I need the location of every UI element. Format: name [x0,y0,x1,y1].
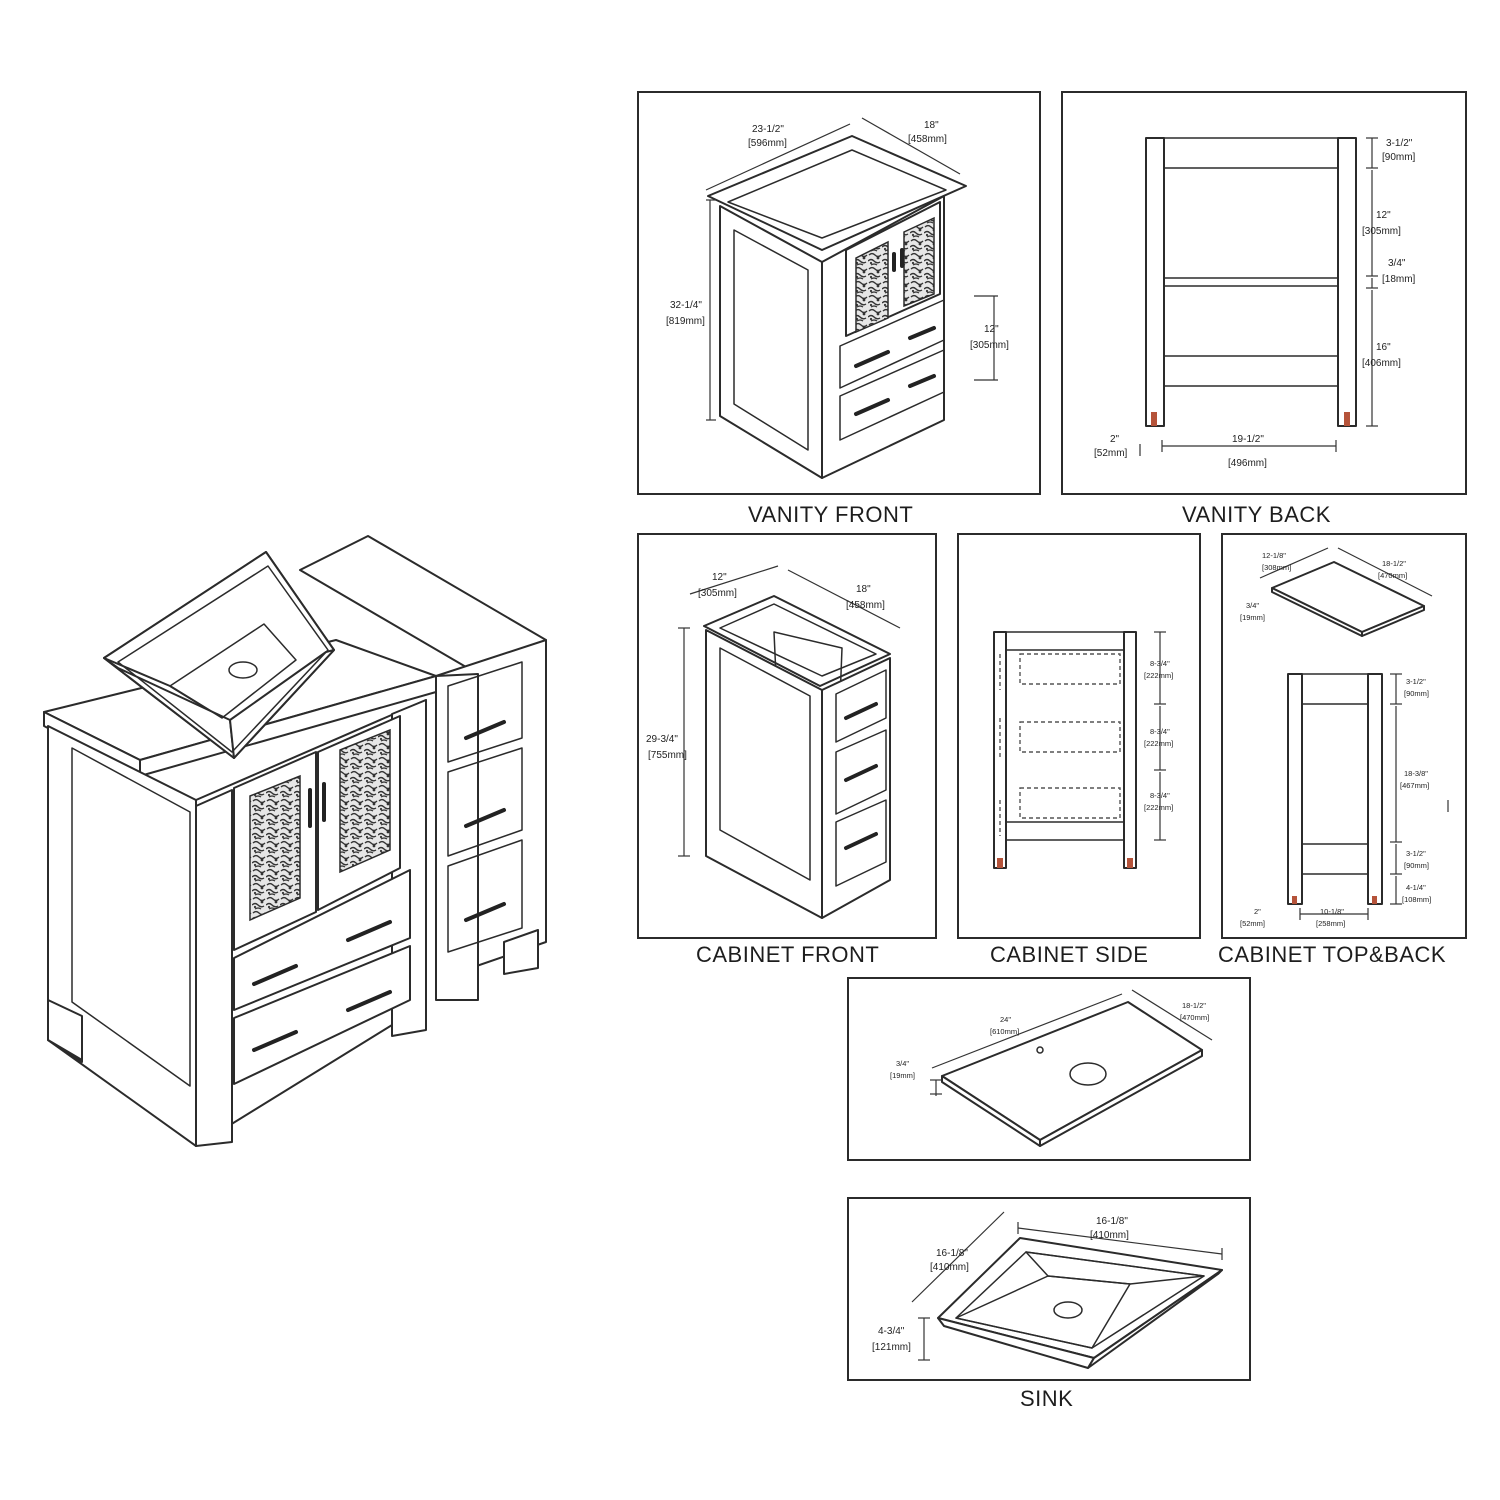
vf-drawer-mm: [305mm] [970,340,1009,351]
ctb-top-t-in: 3/4" [1246,601,1259,610]
panel-cabinet-top-back: 12-1/8" [308mm] 18-1/2" [470mm] 3/4" [19… [1218,533,1467,967]
ct-width-in: 24" [1000,1015,1011,1024]
ct-depth-mm: [470mm] [1180,1013,1209,1022]
vb-span-in: 19-1/2" [1232,434,1264,445]
ctb-span-in: 10-1/8" [1320,907,1344,916]
cf-depth-mm: [458mm] [846,600,885,611]
cf-title: CABINET FRONT [696,942,879,967]
cs-s1-in: 8-3/4" [1150,659,1170,668]
panel-countertop: 24" [610mm] 18-1/2" [470mm] 3/4" [19mm] [847,977,1251,1161]
sink-height-in: 4-3/4" [878,1326,905,1337]
vb-title: VANITY BACK [1182,502,1331,527]
vb-d4-in: 16" [1376,342,1391,353]
vb-d4-mm: [406mm] [1362,358,1401,369]
ct-thick-mm: [19mm] [890,1071,915,1080]
vf-drawer-in: 12" [984,324,999,335]
vf-title: VANITY FRONT [748,502,913,527]
side-cabinet [299,535,547,1001]
sink-title: SINK [1020,1386,1073,1411]
sink-depth-in: 16-1/8" [936,1248,968,1259]
cs-s3-in: 8-3/4" [1150,791,1170,800]
vb-leg-mm: [52mm] [1094,448,1128,459]
panel-vanity-back: 3-1/2" [90mm] 12" [305mm] 3/4" [18mm] 16… [1061,91,1467,527]
ctb-b3-in: 3-1/2" [1406,849,1426,858]
ctb-b4-mm: [108mm] [1402,895,1431,904]
sink-width-mm: [410mm] [1090,1230,1129,1241]
vb-d2-in: 12" [1376,210,1391,221]
ctb-top-t-mm: [19mm] [1240,613,1265,622]
ctb-b4-in: 4-1/4" [1406,883,1426,892]
vf-depth-in: 18" [924,120,939,131]
ctb-top-w-mm: [308mm] [1262,563,1291,572]
ctb-top-d-in: 18-1/2" [1382,559,1406,568]
cf-height-in: 29-3/4" [646,734,678,745]
cs-s2-in: 8-3/4" [1150,727,1170,736]
sink-width-in: 16-1/8" [1096,1216,1128,1227]
cf-width-mm: [305mm] [698,588,737,599]
vb-span-mm: [496mm] [1228,458,1267,469]
vf-depth-mm: [458mm] [908,134,947,145]
ct-depth-in: 18-1/2" [1182,1001,1206,1010]
vb-leg-in: 2" [1110,434,1120,445]
cs-s2-mm: [222mm] [1144,739,1173,748]
vb-d1-in: 3-1/2" [1386,138,1413,149]
panel-vanity-back-frame [1061,91,1467,495]
vb-d1-mm: [90mm] [1382,152,1416,163]
sink-height-mm: [121mm] [872,1342,911,1353]
panel-sink: 16-1/8" [410mm] 16-1/8" [410mm] 4-3/4" [… [847,1197,1251,1411]
vf-height-in: 32-1/4" [670,300,702,311]
panel-vanity-front: 23-1/2" [596mm] 18" [458mm] 32-1/4" [819… [637,91,1041,527]
cf-width-in: 12" [712,572,727,583]
ct-thick-in: 3/4" [896,1059,909,1068]
vb-d2-mm: [305mm] [1362,226,1401,237]
assembly-illustration [43,535,547,1147]
vf-width-in: 23-1/2" [752,124,784,135]
ctb-top-d-mm: [470mm] [1378,571,1407,580]
cs-s3-mm: [222mm] [1144,803,1173,812]
ctb-b3-mm: [90mm] [1404,861,1429,870]
ctb-b2-mm: [467mm] [1400,781,1429,790]
panel-cabinet-side: 8-3/4" [222mm] 8-3/4" [222mm] 8-3/4" [22… [957,533,1201,967]
vessel-sink [103,551,335,759]
ctb-leg-in: 2" [1254,907,1261,916]
cf-depth-in: 18" [856,584,871,595]
cs-s1-mm: [222mm] [1144,671,1173,680]
ctb-b1-mm: [90mm] [1404,689,1429,698]
ctb-leg-mm: [52mm] [1240,919,1265,928]
ctb-title: CABINET TOP&BACK [1218,942,1446,967]
vf-width-mm: [596mm] [748,138,787,149]
ct-width-mm: [610mm] [990,1027,1019,1036]
ctb-b1-in: 3-1/2" [1406,677,1426,686]
vanity-body [43,639,437,1147]
cf-height-mm: [755mm] [648,750,687,761]
sink-depth-mm: [410mm] [930,1262,969,1273]
ctb-b2-in: 18-3/8" [1404,769,1428,778]
cs-title: CABINET SIDE [990,942,1148,967]
ctb-top-w-in: 12-1/8" [1262,551,1286,560]
ctb-span-mm: [258mm] [1316,919,1345,928]
vb-d3-mm: [18mm] [1382,274,1416,285]
panel-cabinet-front: 12" [305mm] 18" [458mm] 29-3/4" [755mm] … [637,533,937,967]
vb-d3-in: 3/4" [1388,258,1406,269]
vf-height-mm: [819mm] [666,316,705,327]
